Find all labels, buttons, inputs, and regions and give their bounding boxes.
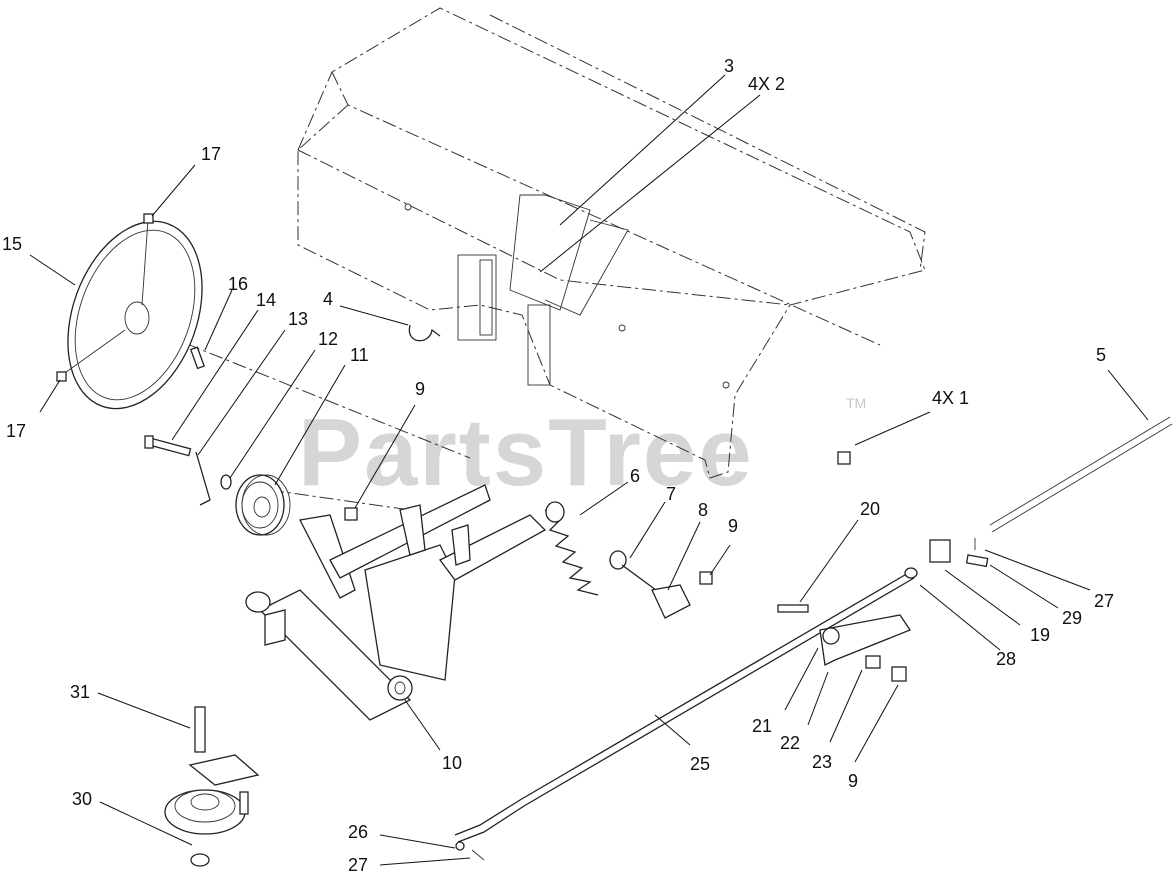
callout-4x2: 4X 2 <box>748 74 785 94</box>
callout-10: 10 <box>442 753 462 773</box>
callout-11: 11 <box>350 345 369 365</box>
callout-19: 19 <box>1030 625 1050 645</box>
callout-5: 5 <box>1096 345 1106 365</box>
callout-20: 20 <box>860 499 880 519</box>
large-pulley <box>56 213 203 410</box>
callout-9c: 9 <box>848 771 858 791</box>
callout-labels: 3 4X 2 17 15 16 14 13 12 11 4 9 17 5 4X … <box>2 56 1114 875</box>
callout-28: 28 <box>996 649 1016 669</box>
lower-pulley-assembly <box>164 706 260 867</box>
callout-16: 16 <box>228 274 248 294</box>
tension-bracket <box>609 550 713 619</box>
callout-7: 7 <box>666 484 676 504</box>
callout-30: 30 <box>72 789 92 809</box>
idler-hardware <box>144 435 291 536</box>
callout-27a: 27 <box>1094 591 1114 611</box>
watermark-text: PartsTree <box>298 399 754 506</box>
callout-9b: 9 <box>728 516 738 536</box>
callout-29: 29 <box>1062 608 1082 628</box>
callout-14: 14 <box>256 290 276 310</box>
control-rod-assembly <box>454 538 989 861</box>
callout-25: 25 <box>690 754 710 774</box>
watermark-trademark: TM <box>846 395 866 411</box>
idler-arm-frame <box>245 484 547 721</box>
callout-15: 15 <box>2 234 22 254</box>
callout-21: 21 <box>752 716 772 736</box>
callout-4: 4 <box>323 289 333 309</box>
callout-8: 8 <box>698 500 708 520</box>
callout-4x1: 4X 1 <box>932 388 969 408</box>
callout-23: 23 <box>812 752 832 772</box>
pulley-centerline <box>269 489 411 511</box>
leader-lines <box>29 74 1149 866</box>
chain-part <box>989 416 1173 533</box>
callout-9a: 9 <box>415 379 425 399</box>
callout-22: 22 <box>780 733 800 753</box>
callout-17a: 17 <box>201 144 221 164</box>
spring-part <box>544 501 599 596</box>
callout-6: 6 <box>630 466 640 486</box>
callout-27b: 27 <box>348 855 368 875</box>
key-part <box>189 346 206 370</box>
callout-31: 31 <box>70 682 90 702</box>
callout-13: 13 <box>288 309 308 329</box>
shaft-centerline <box>139 324 471 459</box>
hitch-pin-part <box>837 451 851 465</box>
callout-12: 12 <box>318 329 338 349</box>
shackle-part <box>408 324 441 342</box>
callout-26: 26 <box>348 822 368 842</box>
callout-3: 3 <box>724 56 734 76</box>
callout-17b: 17 <box>6 421 26 441</box>
